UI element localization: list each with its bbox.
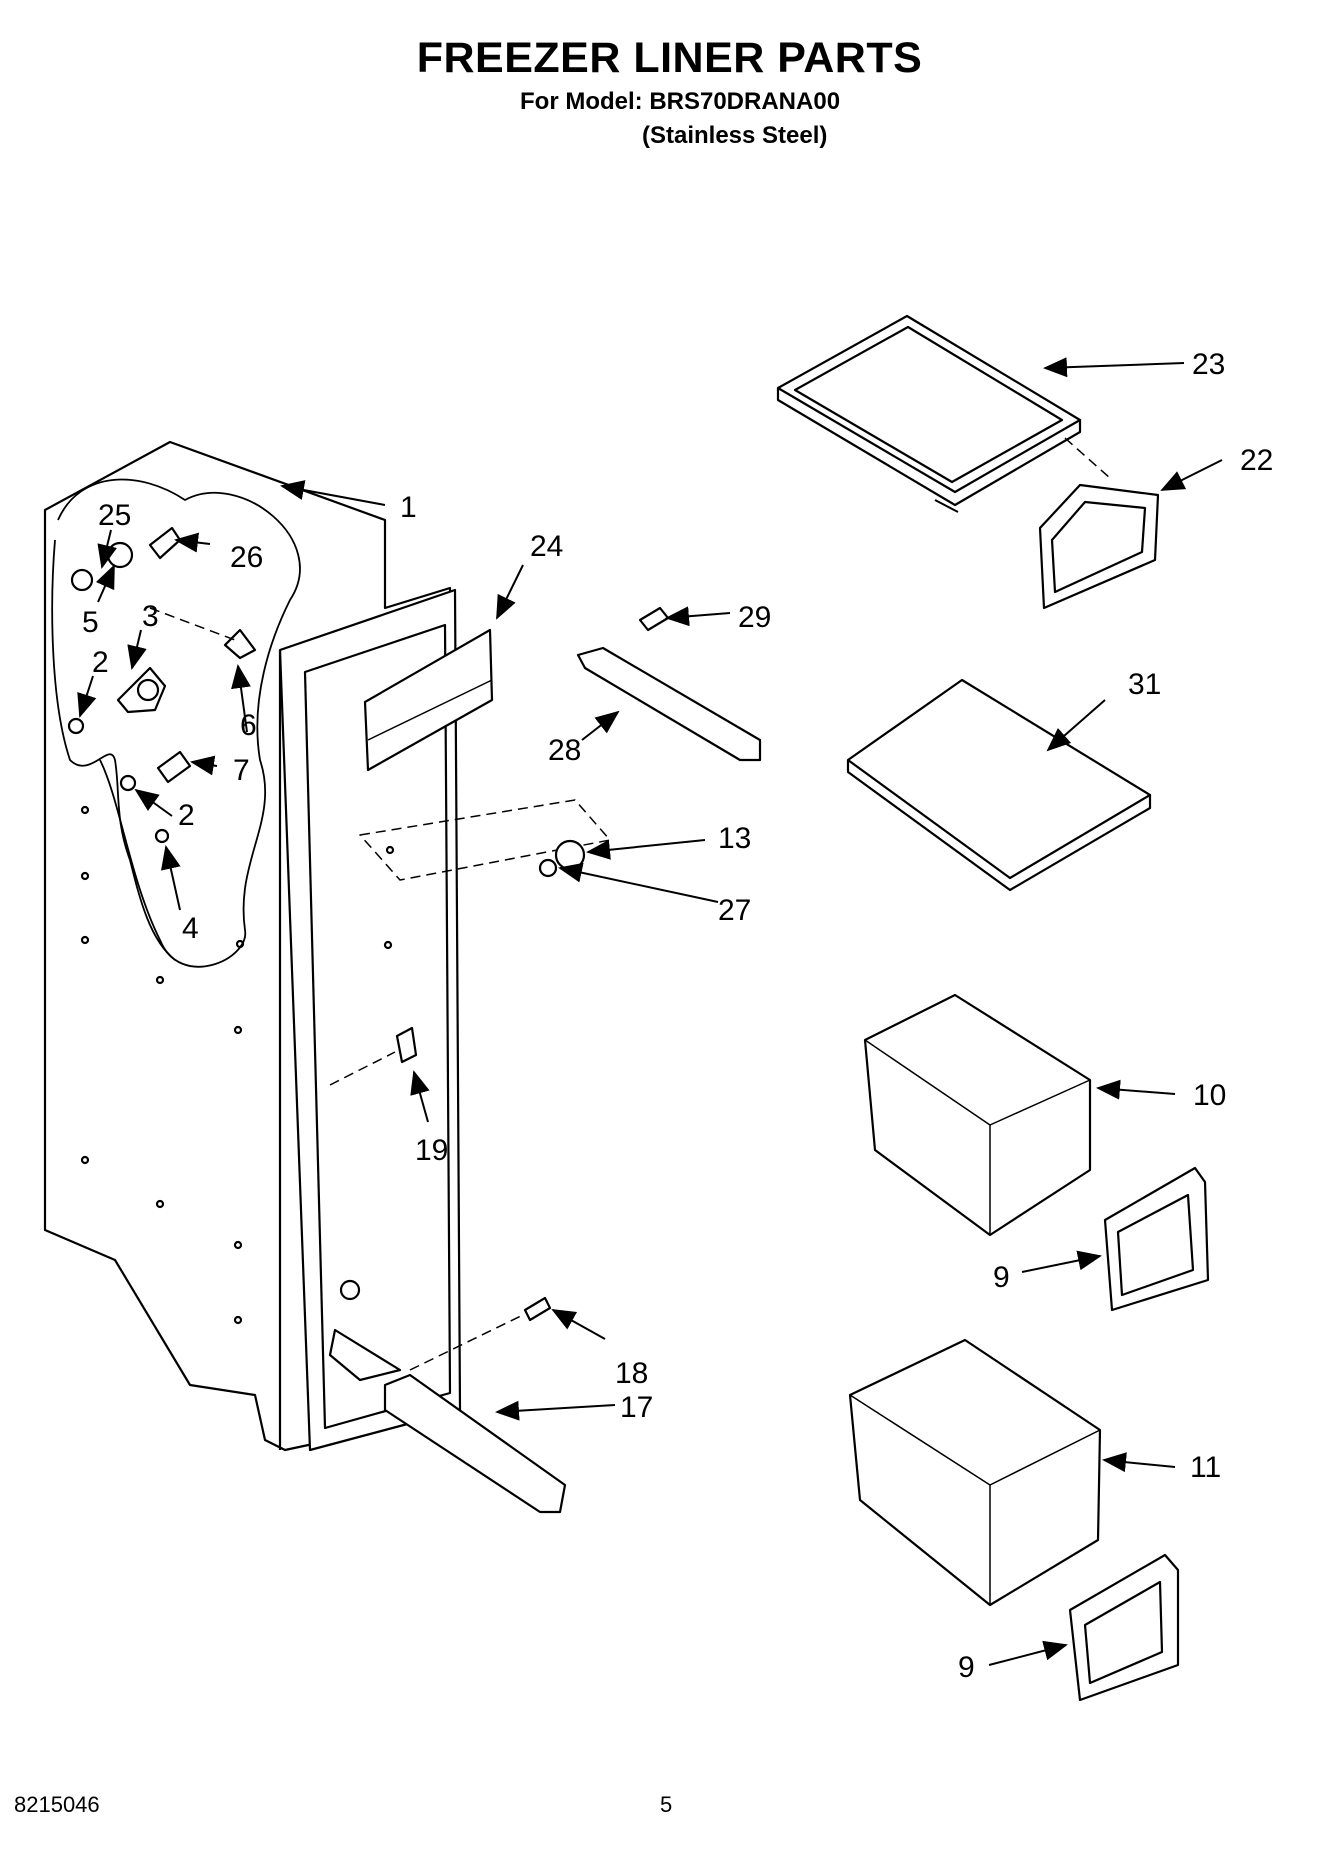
wire-shelf-31 <box>846 678 1152 892</box>
shelf-trim-22 <box>1038 483 1160 610</box>
freezer-liner-body <box>43 440 611 1452</box>
callout-3: 3 <box>142 600 159 633</box>
callout-7: 7 <box>233 754 250 787</box>
page-title: FREEZER LINER PARTS <box>416 34 923 82</box>
screw-29 <box>638 606 670 632</box>
callout-22: 22 <box>1240 444 1273 477</box>
callout-10: 10 <box>1193 1079 1226 1112</box>
model-variant: (Stainless Steel) <box>642 122 828 149</box>
screws-2-4 <box>67 717 170 844</box>
shelf-bracket-28 <box>576 646 762 762</box>
basket-handle-9-upper <box>1103 1166 1210 1312</box>
callout-13: 13 <box>718 822 751 855</box>
callout-2-upper: 2 <box>92 646 109 679</box>
grille-17 <box>383 1373 567 1514</box>
callout-23: 23 <box>1192 348 1225 381</box>
callout-labels: 1 25 26 5 3 2 6 7 2 4 24 29 28 13 27 19 … <box>82 348 1273 1684</box>
callout-6: 6 <box>240 709 257 742</box>
document-number: 8215046 <box>14 1792 100 1817</box>
screw-18 <box>409 1296 552 1371</box>
callout-18: 18 <box>615 1357 648 1390</box>
callout-24: 24 <box>530 530 563 563</box>
leader-lines <box>77 357 1223 1666</box>
callout-19: 19 <box>415 1134 448 1167</box>
model-number: For Model: BRS70DRANA00 <box>520 88 841 115</box>
basket-handle-9-lower <box>1068 1553 1180 1702</box>
switch-19 <box>329 1026 418 1086</box>
callout-28: 28 <box>548 734 581 767</box>
callout-25: 25 <box>98 499 131 532</box>
callout-11: 11 <box>1190 1451 1221 1484</box>
callout-26: 26 <box>230 541 263 574</box>
callout-2-lower: 2 <box>178 799 195 832</box>
callout-5: 5 <box>82 606 99 639</box>
callout-9-lower: 9 <box>958 1651 975 1684</box>
callout-9-upper: 9 <box>993 1261 1010 1294</box>
shelf-23 <box>776 314 1111 513</box>
bracket-6-7 <box>149 607 257 784</box>
page-number: 5 <box>660 1792 673 1817</box>
callout-31: 31 <box>1128 668 1161 701</box>
callout-27: 27 <box>718 894 751 927</box>
callout-4: 4 <box>182 912 199 945</box>
light-switch-3 <box>116 666 167 714</box>
basket-10 <box>863 993 1092 1237</box>
basket-11 <box>848 1338 1102 1607</box>
callout-29: 29 <box>738 601 771 634</box>
callout-1: 1 <box>400 491 417 524</box>
callout-17: 17 <box>620 1391 653 1424</box>
